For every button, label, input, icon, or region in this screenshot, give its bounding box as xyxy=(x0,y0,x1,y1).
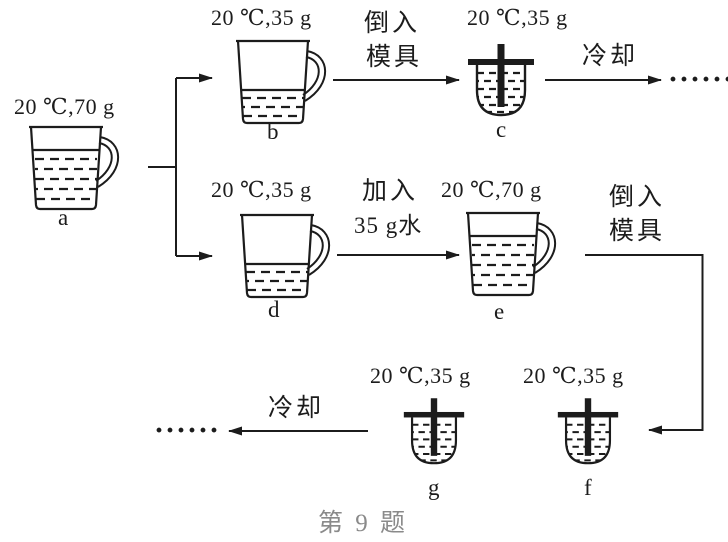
vessel-b-letter: b xyxy=(267,119,279,144)
vessel-e-label: 20 ℃,70 g xyxy=(441,177,542,202)
vessel-d-label: 20 ℃,35 g xyxy=(211,177,312,202)
vessel-d-letter: d xyxy=(268,297,280,322)
cup-b-graphic xyxy=(234,39,327,125)
cool-bottom-label: 冷却 xyxy=(268,395,325,422)
mold-c-graphic xyxy=(466,44,536,120)
vessel-e-letter: e xyxy=(494,299,505,324)
pour-mold-right-line1: 倒入 xyxy=(609,184,666,211)
vessel-g-letter: g xyxy=(428,475,440,500)
vessel-a-letter: a xyxy=(58,205,69,230)
vessel-f-letter: f xyxy=(584,475,592,500)
mold-f-graphic xyxy=(556,398,620,468)
vessel-b-label: 20 ℃,35 g xyxy=(211,5,312,30)
ellipsis-bottom: ······ xyxy=(154,414,221,447)
add-water-line1: 加入 xyxy=(362,178,419,205)
vessel-f-label: 20 ℃,35 g xyxy=(523,363,624,388)
cup-a-graphic xyxy=(27,125,120,211)
figure-caption: 第 9 题 xyxy=(318,510,409,537)
cool-top-label: 冷却 xyxy=(582,43,639,70)
pour-mold-top-line2: 模具 xyxy=(366,44,423,71)
vessel-a-label: 20 ℃,70 g xyxy=(14,94,115,119)
pour-mold-right-line2: 模具 xyxy=(609,218,666,245)
ellipsis-top: ······ xyxy=(668,63,728,96)
cup-d-graphic xyxy=(238,213,331,299)
mold-g-graphic xyxy=(402,398,466,468)
vessel-g-label: 20 ℃,35 g xyxy=(370,363,471,388)
add-water-line2: 35 g水 xyxy=(354,213,423,238)
cup-e-graphic xyxy=(464,211,557,297)
vessel-c-label: 20 ℃,35 g xyxy=(467,5,568,30)
arrow-e-to-f xyxy=(585,254,704,435)
vessel-c-letter: c xyxy=(496,117,507,142)
pour-mold-top-line1: 倒入 xyxy=(364,10,421,37)
